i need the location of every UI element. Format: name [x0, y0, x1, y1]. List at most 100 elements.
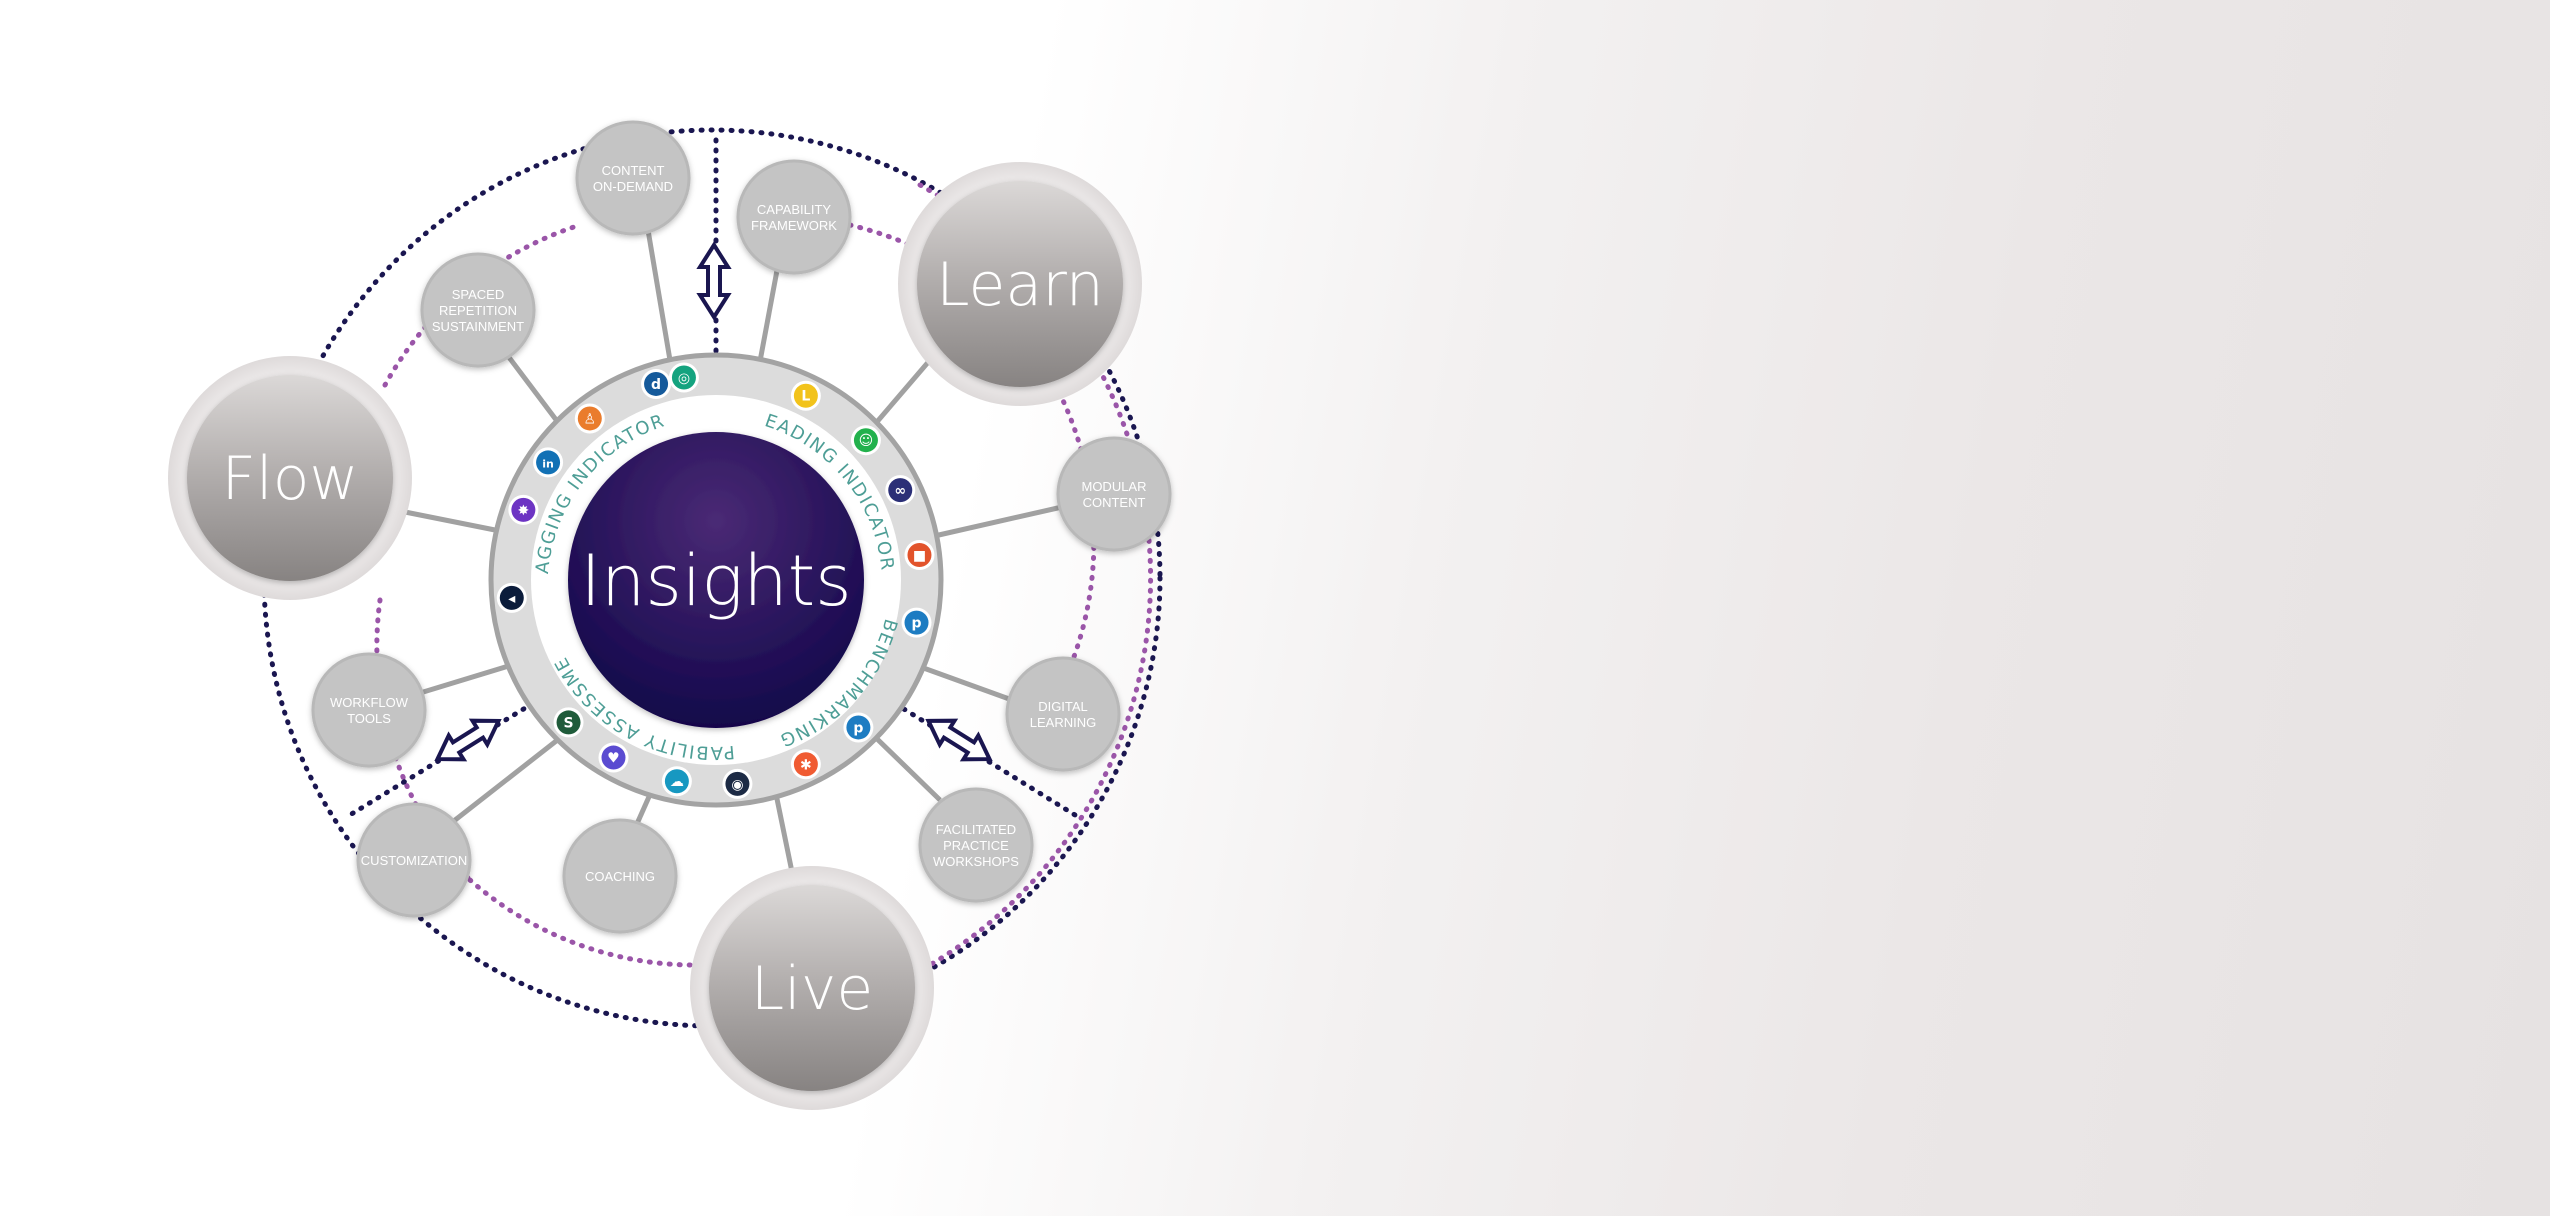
hub-circle[interactable]: [568, 432, 864, 728]
person-icon: ♙: [574, 403, 605, 434]
s-logo-icon-glyph: S: [563, 715, 573, 731]
spoke-facilitated: [870, 732, 942, 802]
p-circle-icon-2-glyph: p: [853, 720, 863, 736]
satellite-coaching[interactable]: COACHING: [562, 818, 678, 934]
d-logo-icon-disc: [644, 371, 669, 396]
content-on-demand-label-line: ON-DEMAND: [593, 179, 673, 194]
spaced-repetition-label-line: SUSTAINMENT: [432, 319, 524, 334]
linkedin-icon-disc: [536, 450, 561, 475]
p-circle-icon-1-glyph: p: [912, 616, 922, 632]
d-logo-icon-glyph: d: [651, 377, 661, 393]
digital-learning-circle[interactable]: [1005, 656, 1121, 772]
grammarly-style-icon: ◎: [668, 362, 699, 393]
zoom-like-icon-glyph: ◂: [508, 591, 515, 607]
double-arrows: [430, 241, 997, 771]
facilitated-practice-label-line: WORKSHOPS: [933, 854, 1019, 869]
spoke-spaced-repetition: [503, 350, 562, 427]
hubspot-icon: ✱: [790, 749, 821, 780]
spoke-flow: [404, 509, 506, 535]
p-circle-icon-2-disc: [846, 715, 871, 740]
node-live-circle[interactable]: [709, 885, 915, 1091]
node-flow[interactable]: Flow: [168, 356, 412, 600]
modular-content-circle[interactable]: [1056, 436, 1172, 552]
hub[interactable]: Insights: [568, 432, 864, 728]
s-logo-icon: S: [553, 707, 584, 738]
badge-outline-icon-disc: [511, 497, 536, 522]
content-on-demand-circle[interactable]: [575, 120, 691, 236]
bot-icon: ◉: [722, 768, 753, 799]
satellite-customization[interactable]: CUSTOMIZATION: [356, 802, 472, 918]
spaced-repetition-circle[interactable]: [420, 252, 536, 368]
heart-badge-icon-disc: [601, 745, 626, 770]
spoke-capability-framework: [755, 264, 781, 373]
main-nodes: Learn Flow Live: [168, 162, 1142, 1110]
node-learn-circle[interactable]: [917, 181, 1123, 387]
workflow-tools-label-line: TOOLS: [347, 711, 391, 726]
zoom-like-icon-disc: [499, 585, 524, 610]
facilitated-practice-circle[interactable]: [918, 787, 1034, 903]
spaced-repetition-label-line: REPETITION: [439, 303, 517, 318]
customization-label-line: CUSTOMIZATION: [361, 853, 467, 868]
bot-icon-glyph: ◉: [731, 777, 743, 793]
workflow-tools-circle[interactable]: [311, 652, 427, 768]
heart-badge-icon: ♥: [598, 742, 629, 773]
yellow-l-logo-icon-disc: [793, 383, 818, 408]
smiley-icon-disc: [853, 428, 878, 453]
badge-outline-icon: ✸: [508, 494, 539, 525]
yellow-l-logo-icon-glyph: L: [801, 389, 810, 405]
spoke-digital-learning: [917, 663, 1013, 703]
node-flow-circle[interactable]: [187, 375, 393, 581]
coaching-label-line: COACHING: [585, 869, 655, 884]
s-logo-icon-disc: [556, 710, 581, 735]
spoke-customization: [448, 736, 562, 826]
heart-badge-icon-glyph: ♥: [607, 751, 620, 767]
node-learn-label: Learn: [936, 250, 1104, 320]
outer-orbit-navy: [261, 127, 1163, 1029]
hubspot-icon-glyph: ✱: [800, 757, 812, 773]
orbit-purple-upper: [847, 222, 913, 248]
salesforce-icon-disc: [664, 769, 689, 794]
modular-content-label-line: CONTENT: [1083, 495, 1146, 510]
node-flow-label: Flow: [222, 444, 359, 514]
person-icon-disc: [577, 406, 602, 431]
salesforce-icon: ☁: [661, 766, 692, 797]
spoke-learn: [868, 358, 932, 432]
linkedin-icon-glyph: in: [542, 457, 554, 470]
grammarly-style-icon-disc: [671, 365, 696, 390]
spoke-content-on-demand: [645, 229, 675, 373]
spoke-live: [773, 793, 795, 873]
bot-icon-disc: [725, 771, 750, 796]
smiley-icon: ☺: [850, 425, 881, 456]
digital-learning-label-line: LEARNING: [1030, 715, 1096, 730]
infinity-icon-disc: [888, 478, 913, 503]
p-circle-icon-1: p: [901, 607, 932, 638]
node-live[interactable]: Live: [690, 866, 934, 1110]
coaching-circle[interactable]: [562, 818, 678, 934]
double-arrow-top[interactable]: [696, 241, 732, 321]
hubspot-icon-disc: [793, 752, 818, 777]
modular-content-label-line: MODULAR: [1081, 479, 1146, 494]
double-arrow-right[interactable]: [921, 709, 997, 771]
spoke-workflow-tools: [419, 661, 516, 696]
office-icon-disc: [907, 543, 932, 568]
spaced-repetition-label-line: SPACED: [452, 287, 505, 302]
facilitated-practice-label-line: FACILITATED: [936, 822, 1016, 837]
zoom-like-icon: ◂: [496, 582, 527, 613]
badge-outline-icon-glyph: ✸: [517, 503, 529, 519]
smiley-icon-glyph: ☺: [859, 433, 874, 449]
capability-framework-circle[interactable]: [736, 159, 852, 275]
customization-circle[interactable]: [356, 802, 472, 918]
d-logo-icon: d: [641, 368, 672, 399]
node-learn[interactable]: Learn: [898, 162, 1142, 406]
double-arrow-left[interactable]: [430, 709, 506, 771]
office-icon: ■: [904, 540, 935, 571]
spoke-modular-content: [929, 504, 1063, 540]
